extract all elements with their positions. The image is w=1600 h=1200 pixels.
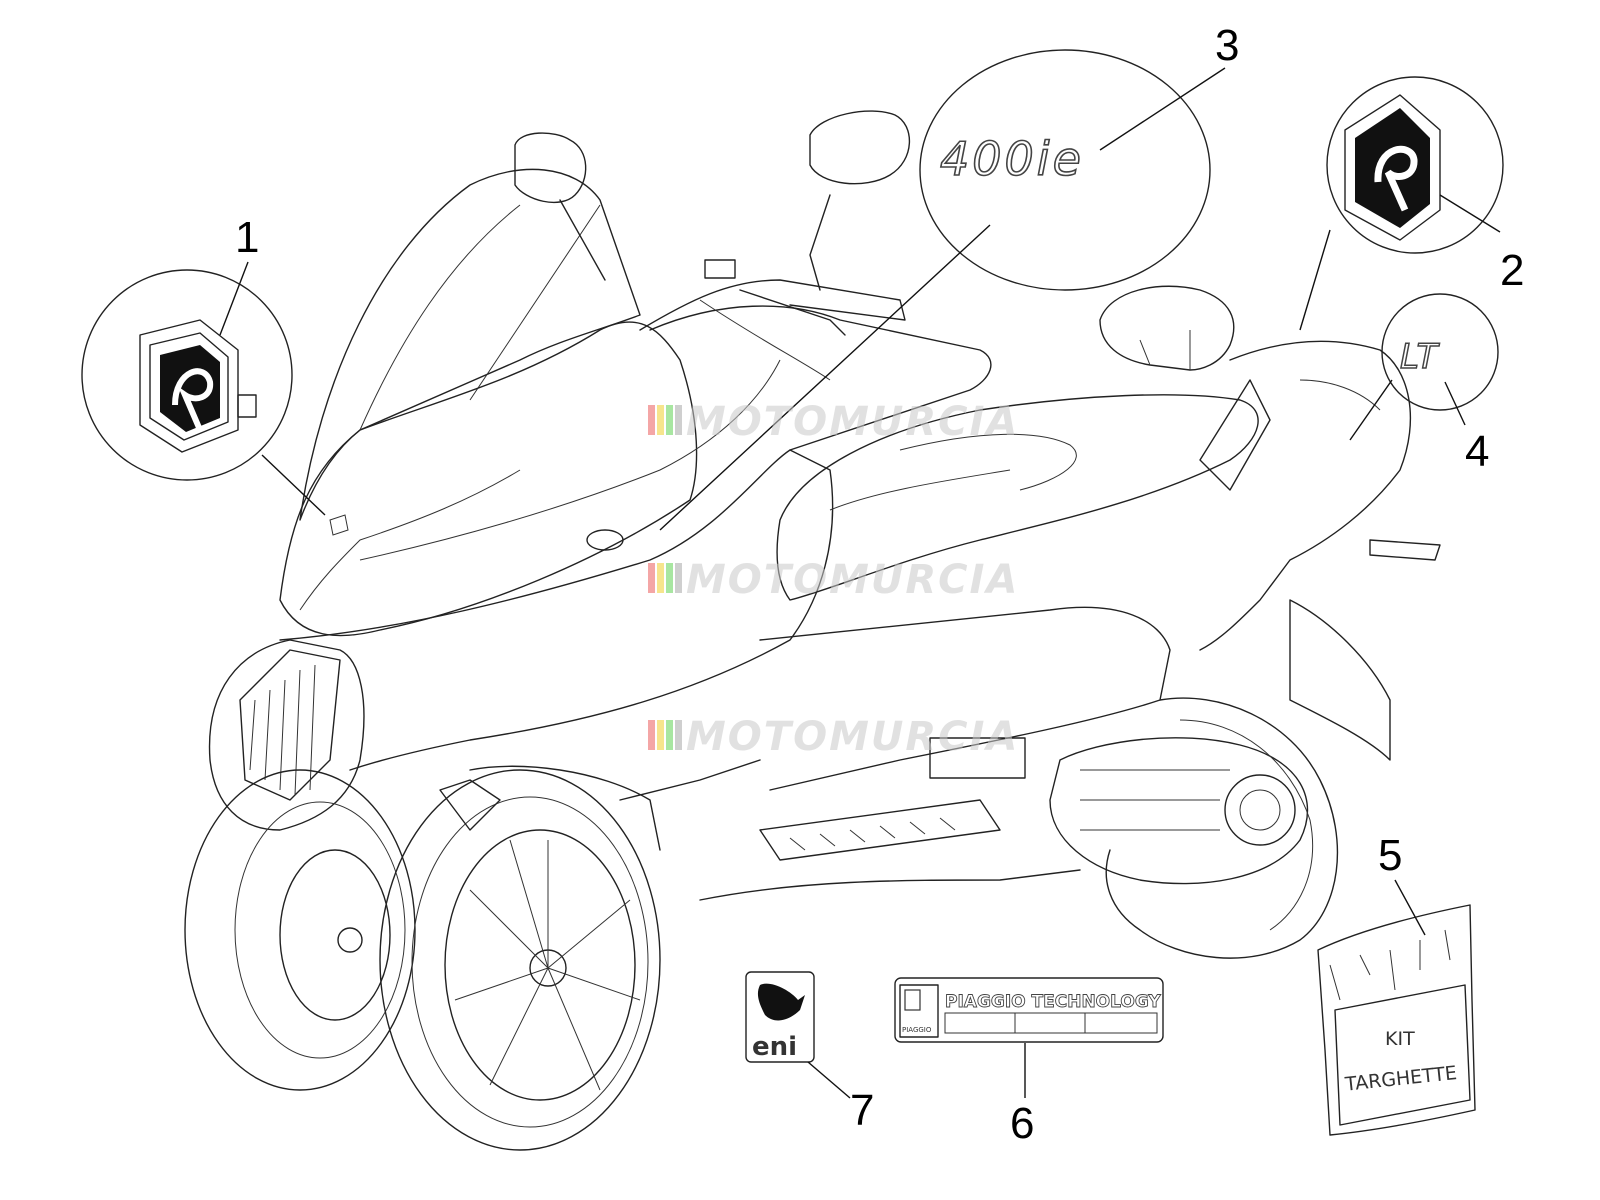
watermark-2: MOTOMURCIA: [648, 557, 1019, 603]
callout-number-7: 7: [850, 1086, 874, 1135]
callout-number-3: 3: [1215, 21, 1239, 70]
callout-6-group: PIAGGIO PIAGGIO TECHNOLOGY 6: [894, 977, 1164, 1148]
piaggio-logo-icon: [160, 345, 220, 432]
watermark-text-3: MOTOMURCIA: [686, 714, 1019, 760]
model-badge-400ie: 400ie: [940, 132, 1084, 186]
callout-number-4: 4: [1465, 427, 1489, 476]
watermark-1: MOTOMURCIA: [648, 399, 1019, 445]
tech-plate-label: PIAGGIO TECHNOLOGY: [945, 992, 1161, 1012]
scooter-drawing: [184, 110, 1441, 1151]
callout-7-group: eni 7: [745, 971, 874, 1135]
callout-number-6: 6: [1010, 1099, 1034, 1148]
piaggio-logo-icon-rear: [1355, 108, 1430, 228]
watermark-text-1: MOTOMURCIA: [686, 399, 1019, 445]
kit-label-line1: KIT: [1385, 1028, 1415, 1050]
callout-number-1: 1: [235, 213, 259, 262]
kit-label-line2: TARGHETTE: [1343, 1062, 1458, 1096]
six-legged-dog-icon: [757, 983, 805, 1021]
callout-3-group: 400ie 3: [659, 21, 1239, 531]
callout-2-group: 2: [1299, 76, 1524, 331]
callout-1-group: 1: [81, 213, 326, 516]
callout-5-group: KIT TARGHETTE 5: [1317, 831, 1476, 1136]
lt-badge: LT: [1400, 337, 1440, 377]
callout-number-2: 2: [1500, 246, 1524, 295]
callout-number-5: 5: [1378, 831, 1402, 880]
tech-plate-sub: PIAGGIO: [902, 1026, 932, 1034]
watermark-3: MOTOMURCIA: [648, 714, 1019, 760]
eni-text: eni: [752, 1032, 797, 1062]
watermark-text-2: MOTOMURCIA: [686, 557, 1019, 603]
callout-4-group: LT 4: [1349, 293, 1499, 476]
